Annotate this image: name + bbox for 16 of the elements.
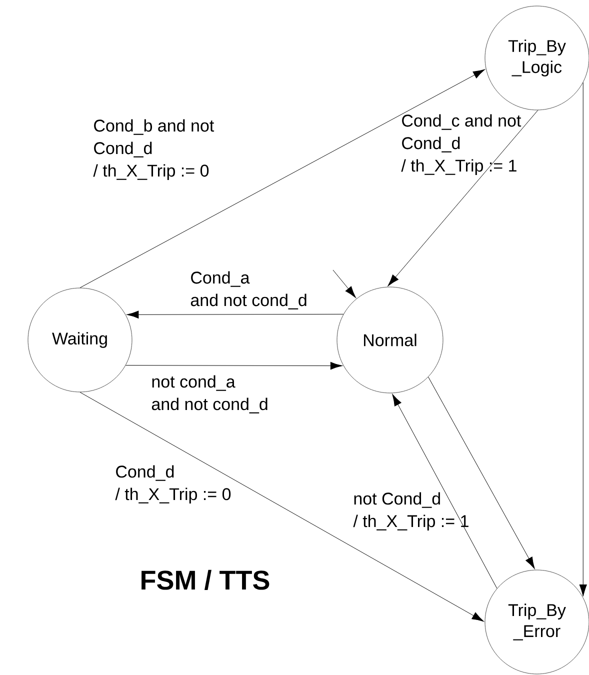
arrow <box>392 394 498 589</box>
arrow <box>80 392 484 622</box>
arrow <box>388 110 538 286</box>
edge-label: Cond_c and not Cond_d / th_X_Trip := 1 <box>401 114 522 176</box>
arrow <box>125 362 342 370</box>
edge-label: Cond_b and not Cond_d / th_X_Trip := 0 <box>93 119 214 180</box>
title: FSM / TTS <box>142 570 270 590</box>
edge-label: Cond_d / th_X_Trip := 0 <box>115 465 231 504</box>
arrow <box>332 270 356 298</box>
arrow <box>80 69 486 288</box>
edge-label: not Cond_d / th_X_Trip := 1 <box>353 492 468 531</box>
edge-label: not cond_a and not cond_d <box>152 375 268 414</box>
arrow <box>579 82 587 596</box>
arrow <box>428 376 535 569</box>
arrow <box>126 310 344 318</box>
edge-label: Cond_a and not cond_d <box>190 271 306 310</box>
